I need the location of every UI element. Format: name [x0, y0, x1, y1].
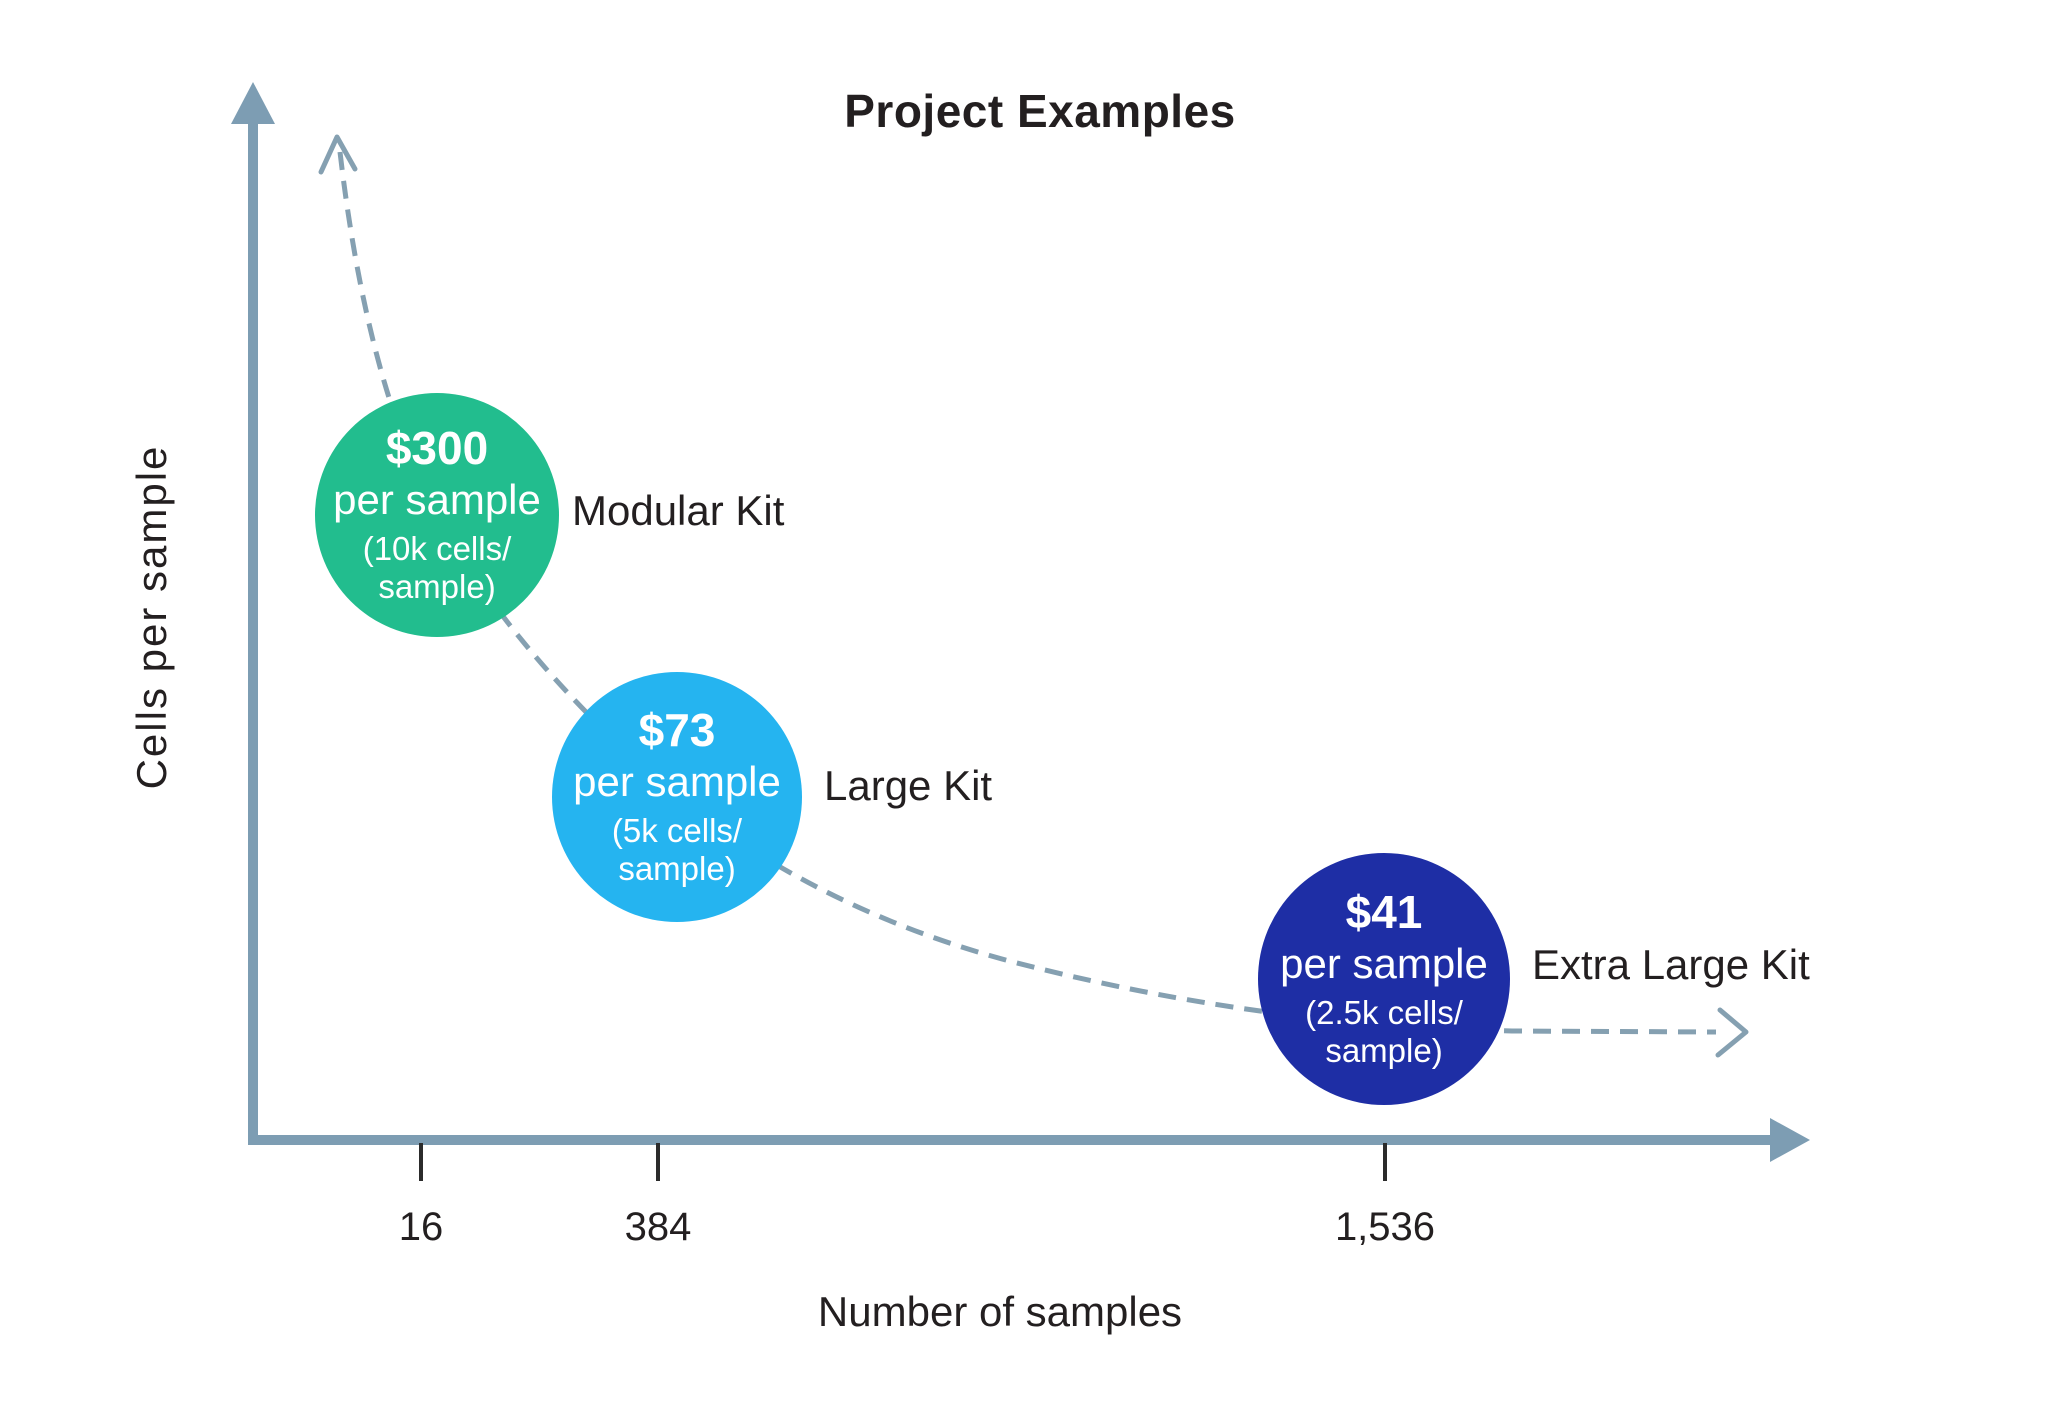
trend-dashed-curve — [337, 151, 1717, 1035]
bubble-large-kit: $73 per sample (5k cells/ sample) — [552, 672, 802, 922]
trend-arrowhead-right-icon — [1715, 1007, 1749, 1058]
bubble-modular-per-sample: per sample — [333, 475, 541, 523]
bubble-large-cells-line2: sample) — [618, 850, 736, 888]
page-title: Project Examples — [844, 85, 1236, 137]
y-axis-label: Cells per sample — [128, 444, 175, 790]
kit-label-large: Large Kit — [824, 762, 993, 809]
kit-label-extra-large: Extra Large Kit — [1532, 941, 1810, 988]
bubble-xl-cells-line1: (2.5k cells/ — [1305, 994, 1463, 1032]
x-axis-arrowhead-icon — [1770, 1118, 1810, 1162]
bubble-modular-kit: $300 per sample (10k cells/ sample) — [315, 393, 559, 637]
bubble-xl-price: $41 — [1345, 886, 1423, 939]
y-axis-line — [248, 110, 258, 1145]
bubble-large-cells-line1: (5k cells/ — [611, 812, 743, 850]
x-tick-label-384: 384 — [624, 1205, 692, 1249]
x-tick-label-16: 16 — [398, 1205, 444, 1249]
x-axis-label: Number of samples — [817, 1288, 1183, 1335]
trend-arrowhead-up-icon — [318, 134, 358, 175]
kit-label-modular: Modular Kit — [572, 487, 785, 534]
bubble-large-per-sample: per sample — [573, 757, 781, 805]
bubble-modular-cells-line1: (10k cells/ — [362, 530, 512, 568]
bubble-extra-large-kit: $41 per sample (2.5k cells/ sample) — [1258, 853, 1510, 1105]
x-axis-line — [248, 1135, 1772, 1145]
y-axis-arrowhead-icon — [231, 82, 275, 124]
bubble-large-price: $73 — [638, 704, 716, 757]
bubble-modular-price: $300 — [385, 422, 489, 475]
bubble-modular-cells-line2: sample) — [378, 568, 496, 606]
bubble-xl-per-sample: per sample — [1280, 939, 1488, 987]
x-tick-label-1536: 1,536 — [1334, 1205, 1436, 1249]
bubble-xl-cells-line2: sample) — [1325, 1032, 1443, 1070]
